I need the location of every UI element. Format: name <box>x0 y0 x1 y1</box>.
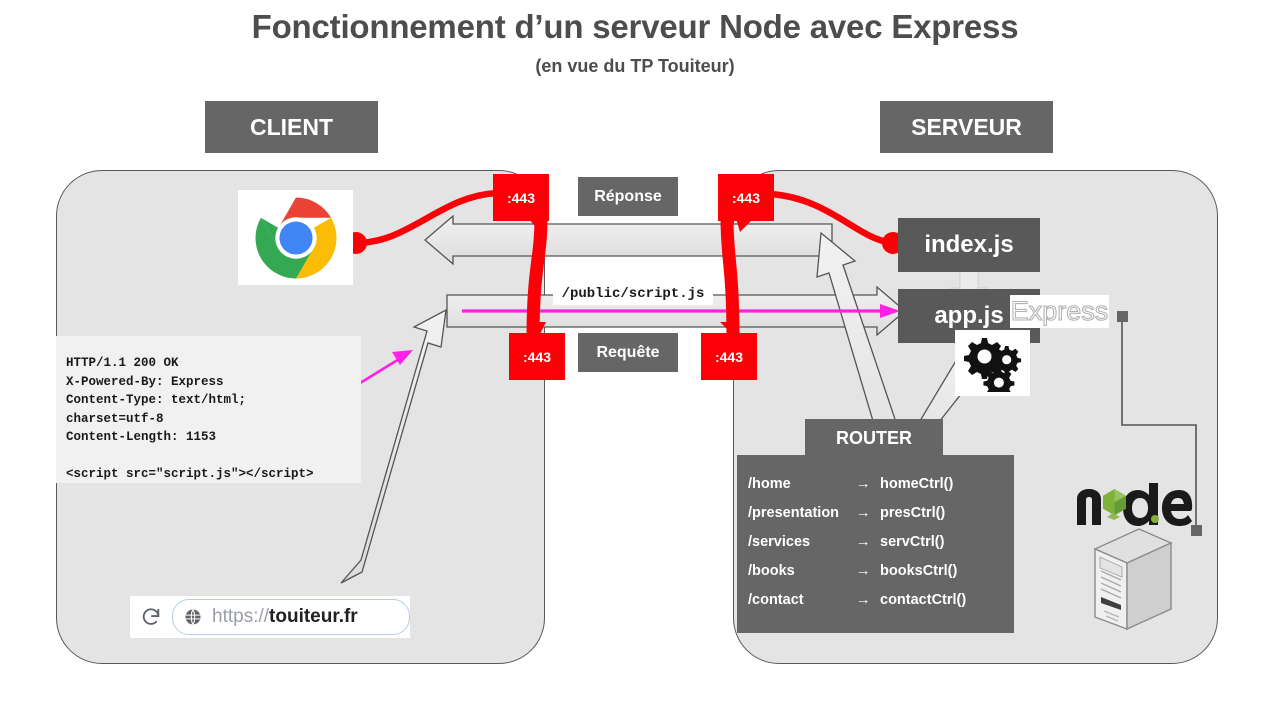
route-controller: contactCtrl() <box>880 591 967 608</box>
route-path: /services <box>748 533 811 550</box>
express-logo-text: Express <box>1010 295 1109 326</box>
express-logo-card: Express <box>1010 295 1109 328</box>
router-route-row: /contact → contactCtrl() <box>737 585 1014 614</box>
chrome-logo-icon <box>255 197 336 278</box>
router-route-row: /books → booksCtrl() <box>737 556 1014 585</box>
url-scheme: https:// <box>212 606 270 627</box>
http-response-block: HTTP/1.1 200 OK X-Powered-By: Express Co… <box>56 336 361 483</box>
gears-icon <box>963 338 1021 392</box>
page-subtitle: (en vue du TP Touiteur) <box>535 56 735 76</box>
index-js-box: index.js <box>898 218 1040 272</box>
router-table: /home → homeCtrl() /presentation → presC… <box>737 455 1014 633</box>
router-route-row: /presentation → presCtrl() <box>737 498 1014 527</box>
client-zone-label: CLIENT <box>205 101 378 153</box>
url-input[interactable]: https://touiteur.fr <box>172 599 410 635</box>
gears-icon-card <box>955 330 1030 396</box>
port-badge-bottom-right: :443 <box>701 333 757 380</box>
reload-icon[interactable] <box>138 604 164 630</box>
port-badge-top-right: :443 <box>718 174 774 221</box>
server-zone-label: SERVEUR <box>880 101 1053 153</box>
route-controller: presCtrl() <box>880 504 946 521</box>
route-controller: servCtrl() <box>880 533 945 550</box>
route-controller: homeCtrl() <box>880 475 954 492</box>
globe-icon <box>183 607 203 627</box>
server-tower-icon <box>1087 525 1177 635</box>
page-title: Fonctionnement d’un serveur Node avec Ex… <box>251 8 1019 45</box>
route-arrow-icon: → <box>856 475 871 492</box>
node-logo-icon <box>1073 481 1193 527</box>
route-arrow-icon: → <box>856 504 871 521</box>
router-route-row: /home → homeCtrl() <box>737 469 1014 498</box>
static-asset-label: /public/script.js <box>553 283 713 305</box>
route-arrow-icon: → <box>856 562 871 579</box>
chrome-logo-card <box>238 190 353 285</box>
route-arrow-icon: → <box>856 591 871 608</box>
router-title: ROUTER <box>805 419 943 457</box>
url-text: https://touiteur.fr <box>212 606 358 628</box>
route-path: /home <box>748 475 791 492</box>
request-label: Requête <box>578 333 678 372</box>
http-response-text: HTTP/1.1 200 OK X-Powered-By: Express Co… <box>66 356 314 481</box>
port-badge-bottom-left: :443 <box>509 333 565 380</box>
route-controller: booksCtrl() <box>880 562 958 579</box>
response-label: Réponse <box>578 177 678 216</box>
url-host: touiteur.fr <box>269 606 358 627</box>
route-path: /contact <box>748 591 804 608</box>
route-path: /books <box>748 562 795 579</box>
route-path: /presentation <box>748 504 840 521</box>
browser-urlbar[interactable]: https://touiteur.fr <box>130 596 410 638</box>
router-route-row: /services → servCtrl() <box>737 527 1014 556</box>
port-badge-top-left: :443 <box>493 174 549 221</box>
route-arrow-icon: → <box>856 533 871 550</box>
